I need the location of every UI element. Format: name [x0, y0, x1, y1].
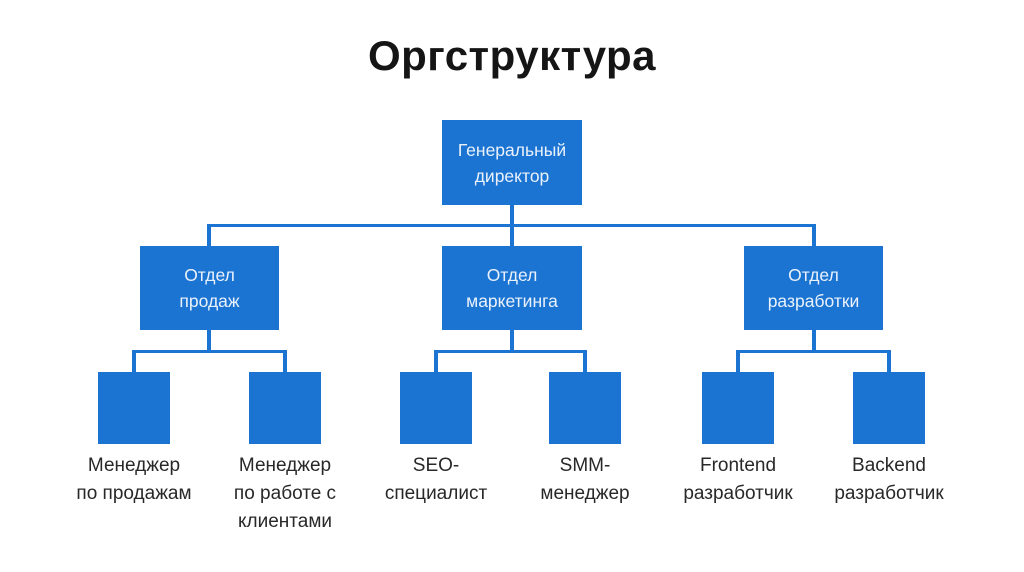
- connector-drop-account-manager: [283, 350, 287, 372]
- leaf-label-seo-specialist: SEO- специалист: [384, 455, 488, 504]
- leaf-label-account-manager: Менеджер по работе с клиентами: [233, 455, 337, 532]
- connector-marketing-stem: [510, 329, 514, 353]
- node-dept-marketing-label: Отдел маркетинга: [466, 265, 558, 311]
- node-dept-development-label: Отдел разработки: [767, 265, 860, 311]
- connector-departments-rail: [207, 224, 816, 227]
- connector-sales-rail: [132, 350, 287, 353]
- connector-drop-sales: [207, 224, 211, 246]
- node-dept-marketing: Отдел маркетинга: [442, 246, 582, 330]
- leaf-label-sales-manager: Менеджер по продажам: [76, 455, 192, 504]
- node-ceo: Генеральный директор: [442, 120, 582, 205]
- node-dept-sales-label: Отдел продаж: [179, 265, 240, 311]
- leaf-box-smm-manager: [549, 372, 621, 444]
- connector-drop-development: [812, 224, 816, 246]
- leaf-box-seo-specialist: [400, 372, 472, 444]
- leaf-label-backend-dev: Backend разработчик: [834, 455, 944, 504]
- connector-drop-smm: [583, 350, 587, 372]
- connector-marketing-rail: [434, 350, 587, 353]
- leaf-label-frontend-dev: Frontend разработчик: [683, 455, 793, 504]
- connector-development-stem: [812, 329, 816, 353]
- leaf-box-sales-manager: [98, 372, 170, 444]
- connector-drop-sales-manager: [132, 350, 136, 372]
- connector-drop-seo: [434, 350, 438, 372]
- connector-drop-backend: [887, 350, 891, 372]
- connector-development-rail: [736, 350, 891, 353]
- leaf-box-frontend-dev: [702, 372, 774, 444]
- node-dept-development: Отдел разработки: [744, 246, 883, 330]
- leaf-box-backend-dev: [853, 372, 925, 444]
- node-dept-sales: Отдел продаж: [140, 246, 279, 330]
- leaf-box-account-manager: [249, 372, 321, 444]
- node-ceo-label: Генеральный директор: [457, 139, 567, 186]
- connector-sales-stem: [207, 329, 211, 353]
- connector-drop-frontend: [736, 350, 740, 372]
- leaf-label-smm-manager: SMM- менеджер: [540, 455, 630, 504]
- page-title: Оргструктура: [367, 32, 657, 79]
